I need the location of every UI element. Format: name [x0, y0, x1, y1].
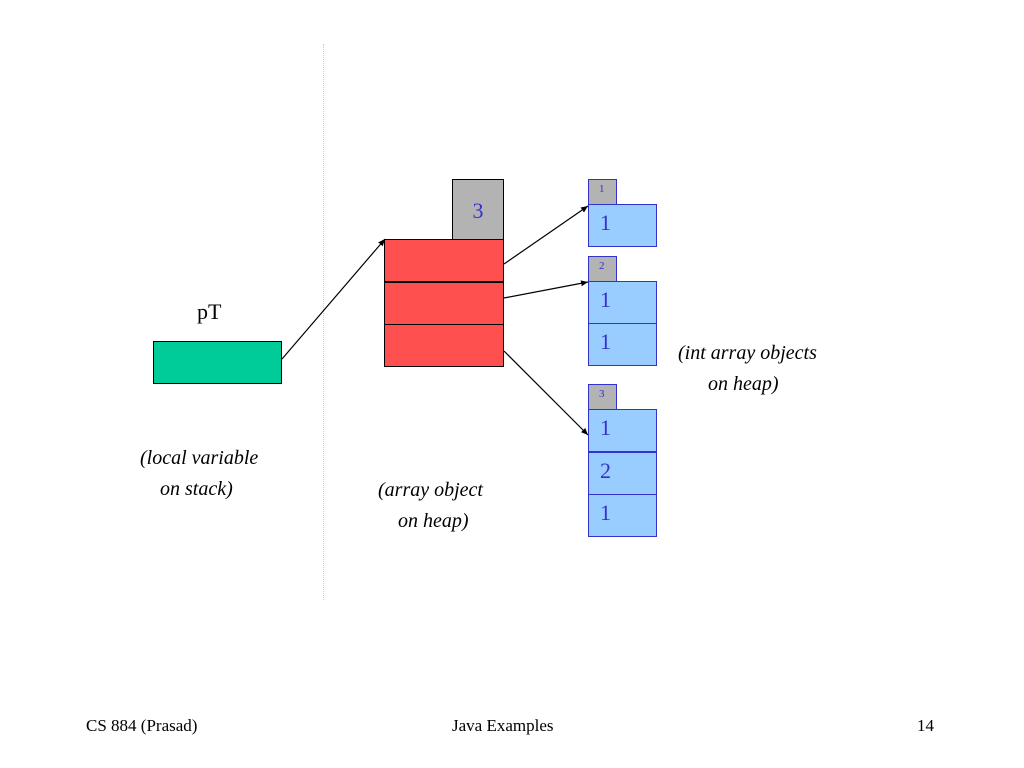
int-arrays-caption: (int array objects on heap)	[678, 342, 817, 395]
array-cell-2	[384, 324, 504, 367]
int-array-1-length: 1	[588, 179, 617, 205]
int-array-3-value-0: 1	[588, 409, 657, 452]
arrow-cell2-to-int-array-3	[503, 350, 589, 436]
footer-title: Java Examples	[452, 716, 554, 735]
int-array-2-value-1: 1	[588, 323, 657, 366]
footer-course: CS 884 (Prasad)	[86, 716, 198, 735]
arrow-cell0-to-int-array-1	[503, 205, 589, 265]
int-array-1-value-0: 1	[588, 204, 657, 247]
arrow-pT-to-array	[281, 238, 386, 360]
arrow-cell1-to-int-array-2	[503, 280, 589, 299]
array-object-caption: (array object on heap)	[378, 479, 483, 532]
local-variable-caption: (local variable on stack)	[140, 447, 259, 500]
int-array-3-value-1: 2	[588, 452, 657, 495]
array-cell-0	[384, 239, 504, 282]
int-array-3-length: 3	[588, 384, 617, 410]
page-number: 14	[917, 716, 934, 735]
int-array-3-value-2: 1	[588, 494, 657, 537]
var-name-label: pT	[197, 299, 222, 324]
local-variable-box	[153, 341, 282, 384]
array-cell-1	[384, 282, 504, 325]
int-array-2-value-0: 1	[588, 281, 657, 324]
stack-heap-divider	[323, 44, 324, 600]
